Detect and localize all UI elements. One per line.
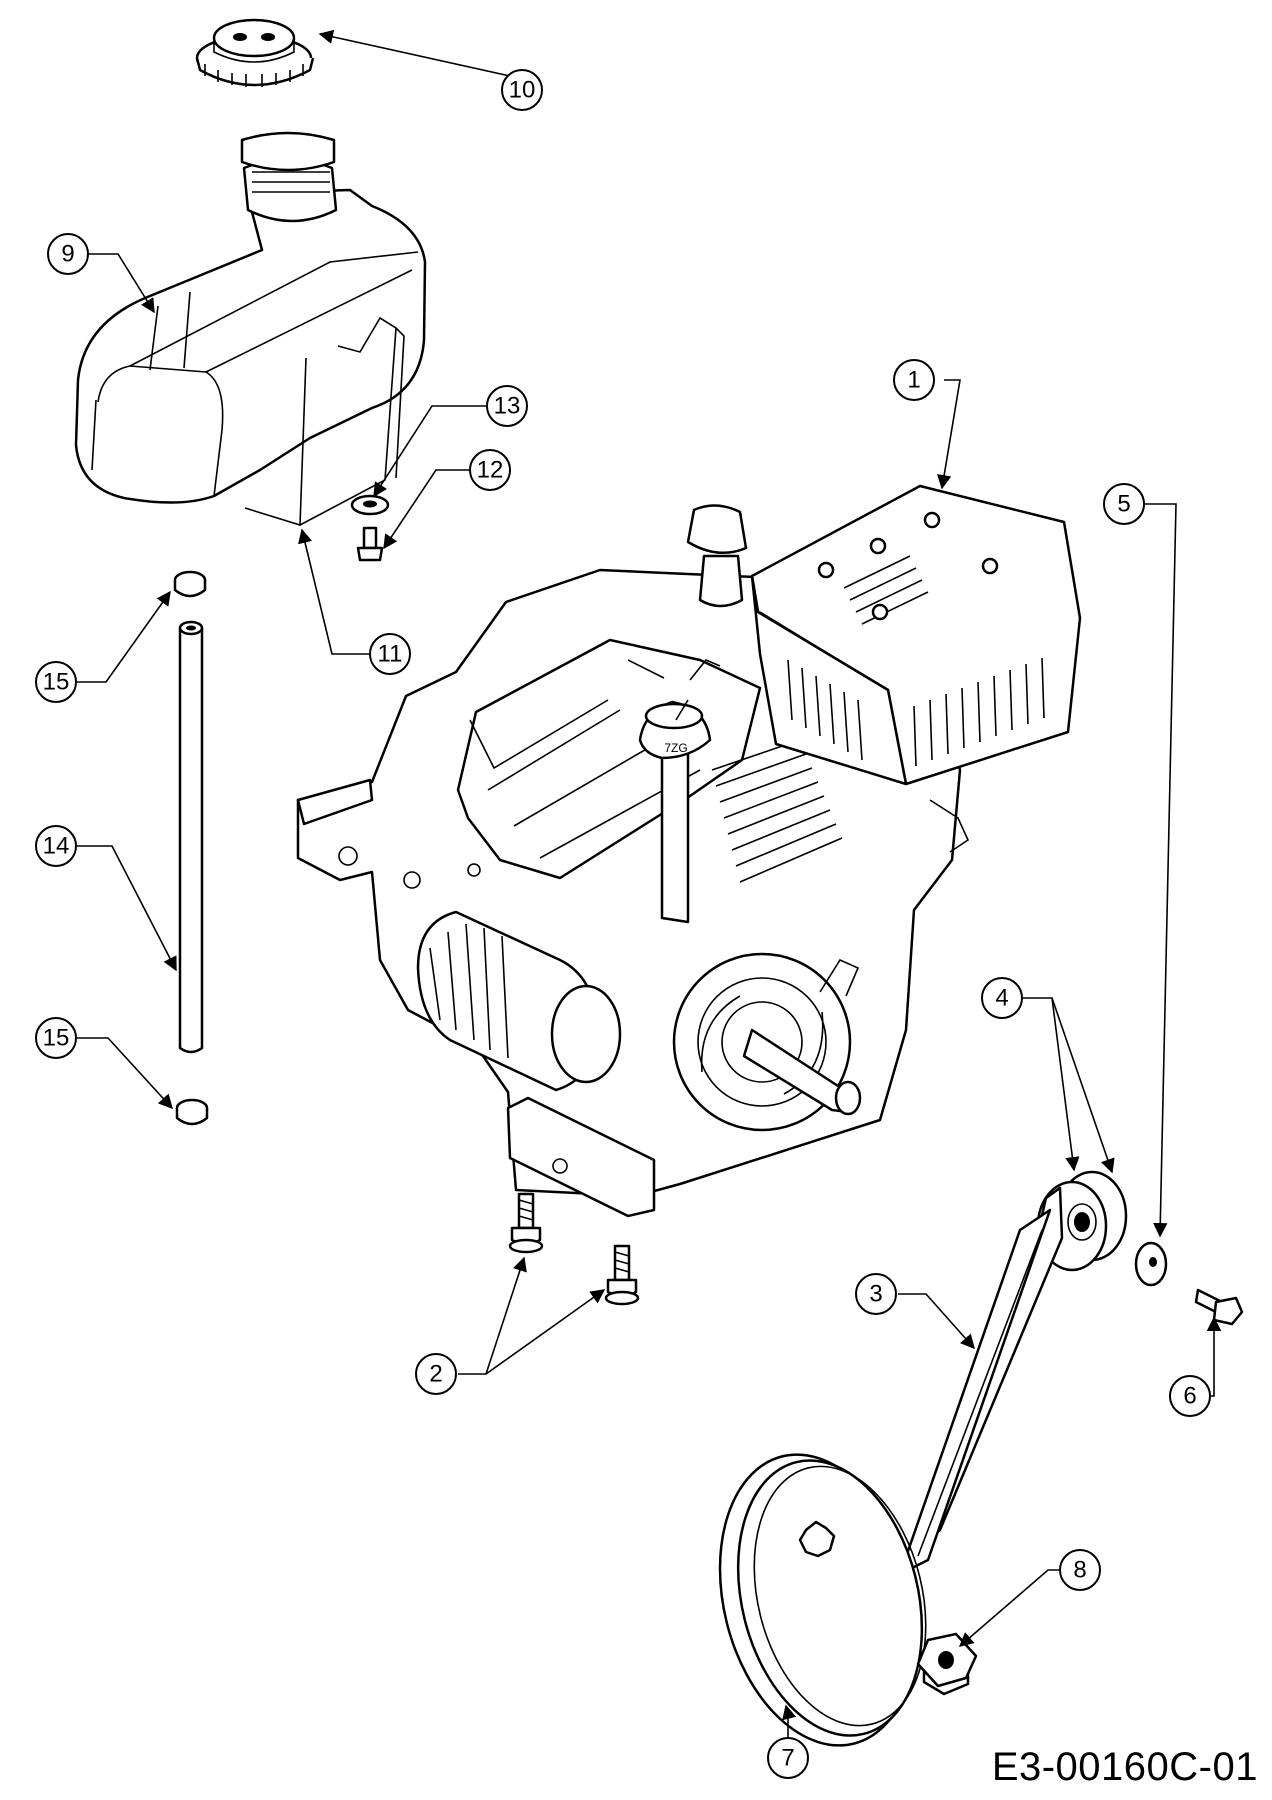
callout-13-label: 13 xyxy=(494,393,521,420)
fuel-cap xyxy=(195,18,315,87)
leader-lines xyxy=(76,29,1222,1738)
callout-14: 14 xyxy=(35,825,77,867)
callout-11: 11 xyxy=(369,633,411,675)
callout-3-label: 3 xyxy=(869,1281,882,1308)
callout-6: 6 xyxy=(1169,1375,1211,1417)
hex-nut xyxy=(916,1632,978,1696)
fuel-line xyxy=(178,620,204,1054)
washer xyxy=(350,494,390,516)
mounting-bolt-1 xyxy=(508,1192,544,1254)
callout-10: 10 xyxy=(501,69,543,111)
callout-4-label: 4 xyxy=(995,985,1008,1012)
callout-9: 9 xyxy=(47,233,89,275)
callout-15-lower: 15 xyxy=(35,1017,77,1059)
flat-washer xyxy=(1134,1241,1168,1287)
fuel-tank xyxy=(74,131,427,504)
mounting-bolt-2 xyxy=(604,1244,640,1306)
callout-15-lower-label: 15 xyxy=(43,1025,70,1052)
callout-2: 2 xyxy=(415,1353,457,1395)
callout-7: 7 xyxy=(767,1737,809,1779)
hex-bolt xyxy=(1194,1288,1244,1326)
callout-7-label: 7 xyxy=(781,1745,794,1772)
callout-3: 3 xyxy=(855,1273,897,1315)
callout-1-label: 1 xyxy=(907,367,920,394)
callout-9-label: 9 xyxy=(61,241,74,268)
hose-clamp-upper xyxy=(173,570,207,598)
callout-5: 5 xyxy=(1103,483,1145,525)
drive-pulley xyxy=(718,1453,927,1747)
callout-6-label: 6 xyxy=(1183,1383,1196,1410)
tank-bracket xyxy=(244,316,405,527)
hose-clamp-lower xyxy=(175,1098,209,1126)
drawing-code: E3-00160C-01 xyxy=(991,1745,1258,1789)
callout-11-label: 11 xyxy=(378,641,403,668)
callout-13: 13 xyxy=(486,385,528,427)
callout-2-label: 2 xyxy=(429,1361,442,1388)
callout-8-label: 8 xyxy=(1073,1557,1086,1584)
callout-15-upper: 15 xyxy=(35,661,77,703)
engine: 7ZG xyxy=(296,568,970,1218)
callout-12: 12 xyxy=(469,449,511,491)
fuel-fitting xyxy=(356,526,384,562)
v-belt xyxy=(898,1186,1064,1576)
callout-1: 1 xyxy=(893,359,935,401)
svg-text:7ZG: 7ZG xyxy=(664,741,687,755)
callout-4: 4 xyxy=(981,977,1023,1019)
callout-10-label: 10 xyxy=(509,77,536,104)
callout-8: 8 xyxy=(1059,1549,1101,1591)
callout-15-upper-label: 15 xyxy=(43,669,70,696)
callout-14-label: 14 xyxy=(43,833,70,860)
callout-12-label: 12 xyxy=(477,457,504,484)
callout-5-label: 5 xyxy=(1117,491,1130,518)
muffler-guard xyxy=(686,484,1082,786)
